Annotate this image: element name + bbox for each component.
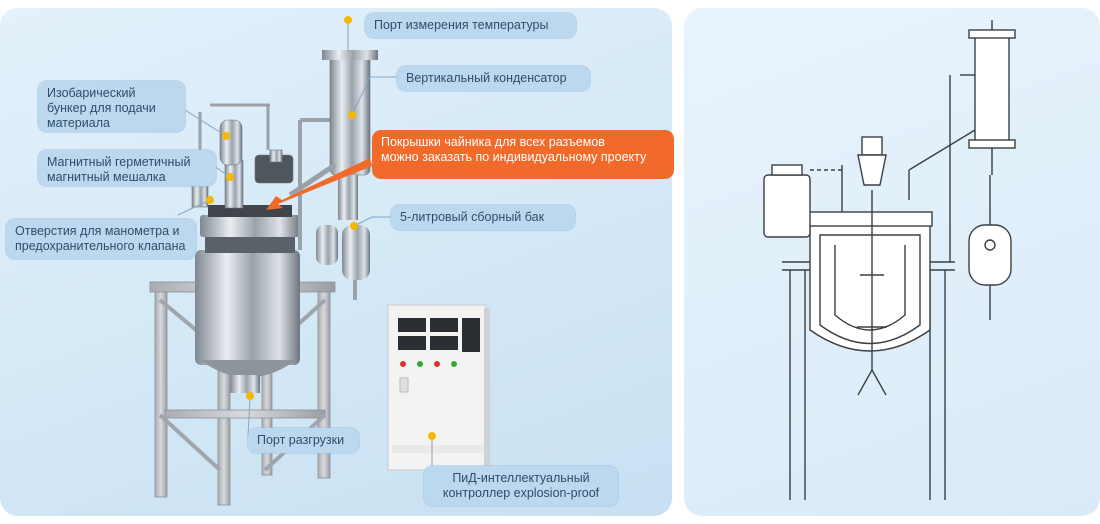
top-fittings <box>191 103 294 209</box>
dot-tank <box>350 222 358 230</box>
label-vertical-condenser: Вертикальный конденсатор <box>397 66 590 91</box>
condenser <box>288 50 378 250</box>
label-pid-controller: ПиД-интеллектуальный контроллер explosio… <box>424 466 618 506</box>
label-gauge-valve-holes: Отверстия для манометра и предохранитель… <box>6 219 196 259</box>
dot-hopper <box>222 132 230 140</box>
dot-controller <box>428 432 436 440</box>
dot-temp-port <box>344 16 352 24</box>
label-kettle-covers: Покрышки чайника для всех разъемов можно… <box>372 130 674 179</box>
schematic-lines <box>763 20 1016 500</box>
dot-stirrer <box>226 173 234 181</box>
collection-tank <box>316 225 370 300</box>
label-discharge-port: Порт разгрузки <box>248 428 359 453</box>
control-cabinet <box>387 304 490 471</box>
dot-gauge <box>206 196 214 204</box>
leader-lines <box>177 20 433 466</box>
label-isobaric-hopper: Изобарический бункер для подачи материал… <box>38 81 185 132</box>
dot-discharge <box>246 392 254 400</box>
reactor-vessel <box>195 205 300 393</box>
dot-condenser <box>348 111 356 119</box>
orange-arrow <box>266 158 372 210</box>
callout-dots <box>206 16 436 440</box>
label-magnetic-stirrer: Магнитный герметичный магнитный мешалка <box>38 150 216 186</box>
label-collection-tank: 5-литровый сборный бак <box>391 205 575 230</box>
label-temp-port: Порт измерения температуры <box>365 13 576 38</box>
